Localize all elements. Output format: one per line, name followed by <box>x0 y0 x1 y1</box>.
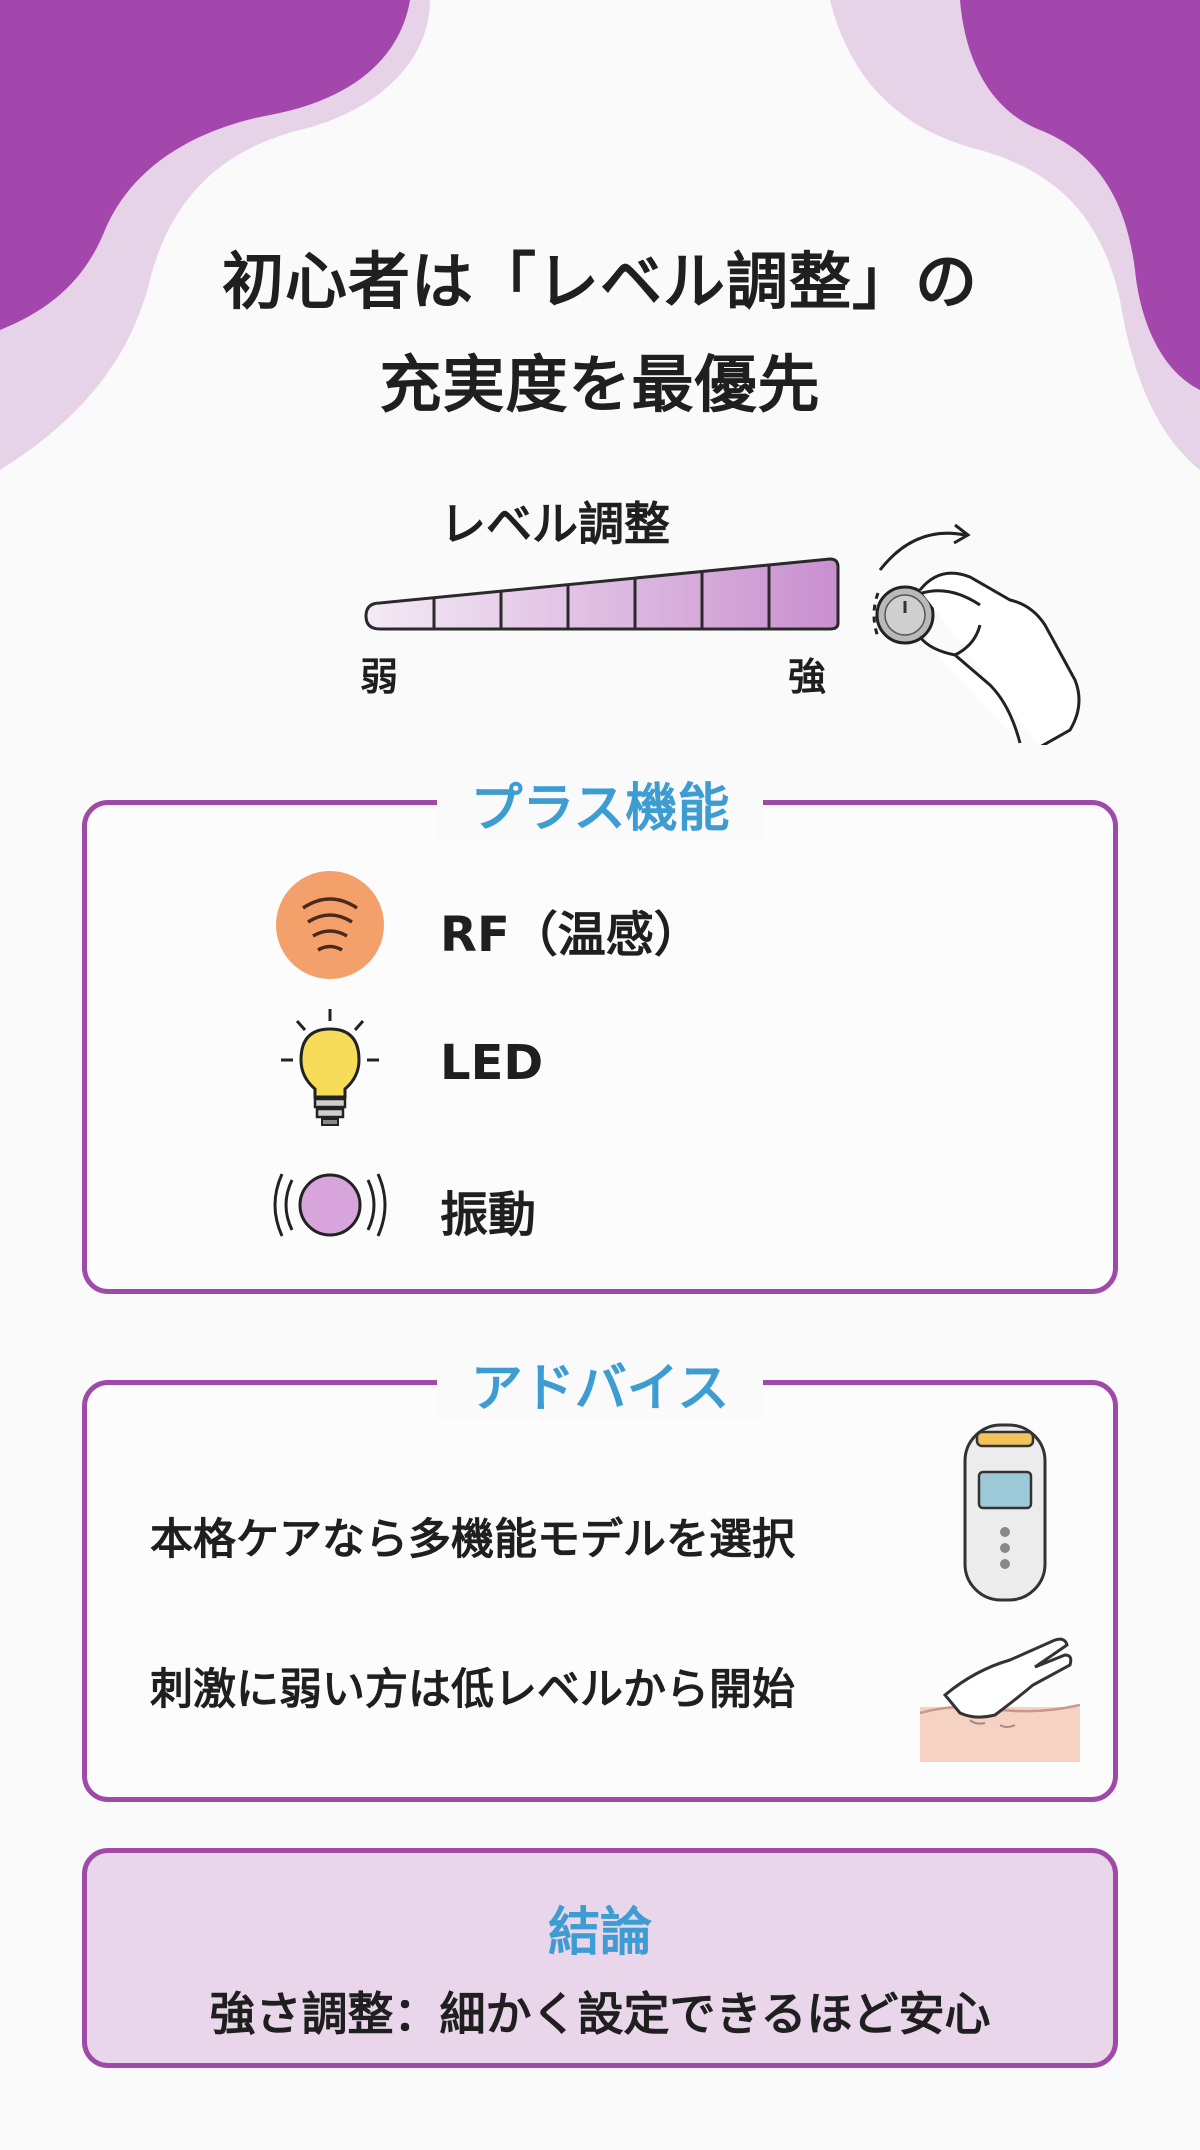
advice-item-2: 刺激に弱い方は低レベルから開始 <box>150 1665 795 1715</box>
page-title-line2: 充実度を最優先 <box>379 348 821 421</box>
level-bar-dividers <box>432 565 771 629</box>
conclusion-title: 結論 <box>547 1903 652 1963</box>
features-title: プラス機能 <box>0 766 1200 841</box>
advice-box <box>82 1380 1118 1802</box>
level-bar <box>364 557 840 631</box>
vibration-icon <box>273 1173 387 1237</box>
features-box <box>82 800 1118 1294</box>
heat-waves-icon <box>276 871 384 979</box>
features-title-text: プラス機能 <box>436 779 764 839</box>
level-heading: レベル調整 <box>440 497 670 551</box>
page-title-line1: 初心者は「レベル調整」の <box>221 245 978 318</box>
top-right-dark-blob <box>960 0 1200 390</box>
top-left-dark-blob <box>0 0 410 330</box>
feature-label-vibration: 振動 <box>440 1187 537 1243</box>
light-bulb-icon <box>281 1009 379 1126</box>
level-weak-label: 弱 <box>360 655 399 699</box>
feature-label-rf: RF（温感） <box>440 907 702 963</box>
level-bar-shape <box>364 557 840 631</box>
hand-on-skin-icon <box>919 1637 1081 1762</box>
hand-turning-dial-icon <box>872 523 1081 745</box>
advice-title-text: アドバイス <box>436 1359 764 1419</box>
level-strong-label: 強 <box>788 655 827 699</box>
conclusion-text: 強さ調整：細かく設定できるほど安心 <box>209 1987 991 2041</box>
feature-label-led: LED <box>440 1035 544 1091</box>
conclusion-box <box>82 1848 1118 2068</box>
beauty-device-icon <box>963 1423 1047 1602</box>
advice-item-1: 本格ケアなら多機能モデルを選択 <box>150 1515 795 1565</box>
advice-title: アドバイス <box>0 1346 1200 1421</box>
